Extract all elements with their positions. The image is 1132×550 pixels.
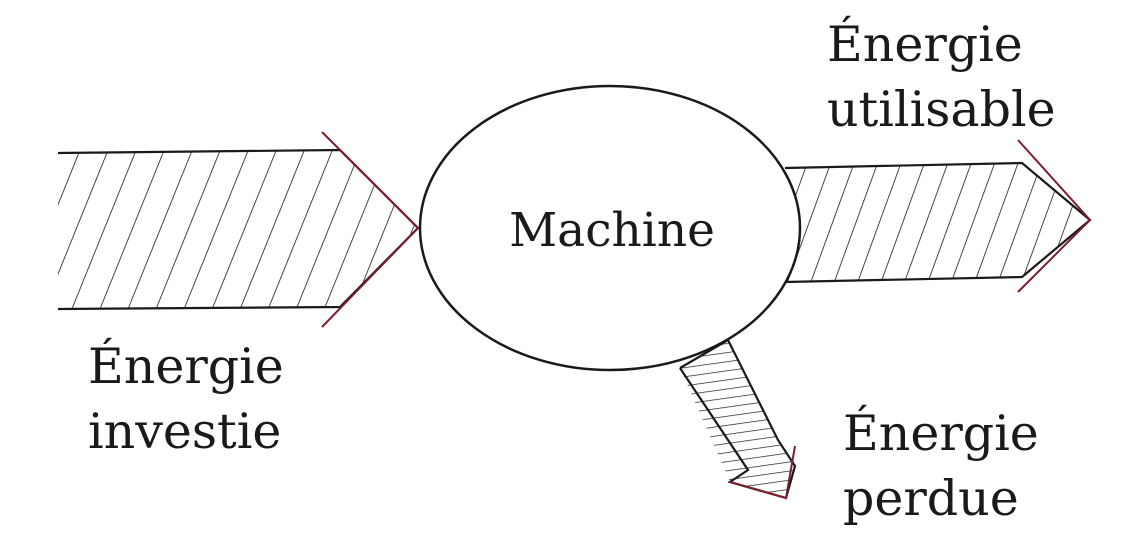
lost-label-line1: Énergie xyxy=(843,405,1039,462)
useful-arrow-body xyxy=(785,163,1090,282)
useful-energy-arrow xyxy=(784,139,1092,293)
useful-arrow-head-edge xyxy=(1017,139,1092,293)
input-energy-arrow xyxy=(57,131,420,328)
lost-energy-arrow xyxy=(679,338,797,500)
machine-label: Machine xyxy=(509,203,715,258)
machine-ellipse xyxy=(418,84,802,372)
lost-arrow-head-edge xyxy=(729,445,796,500)
lost-arrow-outline xyxy=(679,338,797,500)
useful-label-line2: utilisable xyxy=(827,81,1056,138)
input-label-line2: investie xyxy=(88,403,281,460)
input-arrow-head-edge xyxy=(321,131,420,328)
lost-arrow-body xyxy=(680,340,795,498)
lost-label-line2: perdue xyxy=(843,470,1019,527)
useful-label-line1: Énergie xyxy=(827,16,1023,73)
machine-node: Machine xyxy=(418,84,802,372)
input-label-line1: Énergie xyxy=(88,338,284,395)
input-arrow-body xyxy=(58,150,418,309)
